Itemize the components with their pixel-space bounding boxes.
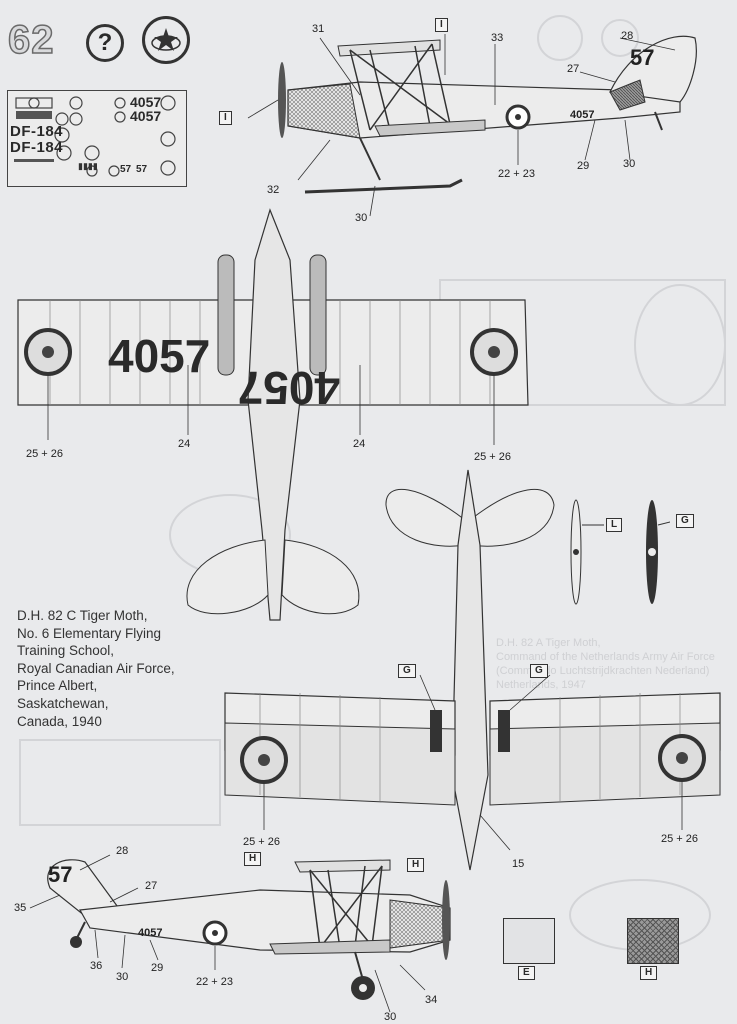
decal-tail-code-1: 57 bbox=[120, 164, 132, 175]
profile-caption: D.H. 82 C Tiger Moth, No. 6 Elementary F… bbox=[17, 607, 175, 730]
callout-30b: 30 bbox=[355, 212, 368, 224]
wing-serial-left: 4057 bbox=[108, 330, 210, 382]
color-tag-g: G bbox=[530, 664, 548, 678]
callout-28-bottom: 28 bbox=[116, 845, 129, 857]
decal-code-2: DF-184 bbox=[10, 139, 64, 156]
caption-line: Saskatchewan, bbox=[17, 695, 109, 711]
decal-serial-1: 4057 bbox=[130, 94, 162, 110]
callout-27: 27 bbox=[567, 63, 580, 75]
callout-25-26-under-left: 25 + 26 bbox=[243, 836, 281, 848]
page-number: 62 bbox=[7, 17, 55, 63]
color-tag-h: H bbox=[244, 852, 262, 866]
callout-30: 30 bbox=[623, 158, 636, 170]
callout-24-right: 24 bbox=[353, 438, 366, 450]
ghost-caption-line: Command of the Netherlands Army Air Forc… bbox=[496, 651, 715, 663]
callout-22-23-bottom: 22 + 23 bbox=[196, 976, 234, 988]
caption-line: Prince Albert, bbox=[17, 678, 98, 694]
color-tag-h: H bbox=[407, 858, 425, 872]
color-swatch-h bbox=[627, 918, 679, 964]
fuselage-serial-right: 4057 bbox=[138, 927, 162, 939]
color-tag-l: L bbox=[606, 518, 623, 532]
callout-29-bottom: 29 bbox=[151, 962, 164, 974]
decal-serial-2: 4057 bbox=[130, 108, 162, 124]
caption-line: D.H. 82 C Tiger Moth, bbox=[17, 608, 148, 623]
wing-serial-right: 4057 bbox=[238, 362, 340, 414]
callout-28: 28 bbox=[621, 30, 634, 42]
ghost-caption-line: D.H. 82 A Tiger Moth, bbox=[496, 637, 601, 649]
callout-25-26-left: 25 + 26 bbox=[26, 448, 64, 460]
caption-line: Training School, bbox=[17, 643, 115, 659]
side-view-left-profile: 4057 57 bbox=[247, 34, 697, 217]
color-tag-g: G bbox=[676, 514, 694, 528]
callout-25-26-under-right: 25 + 26 bbox=[661, 833, 699, 845]
callout-34: 34 bbox=[425, 994, 438, 1006]
callout-35: 35 bbox=[14, 902, 27, 914]
color-tag-g: G bbox=[398, 664, 416, 678]
propeller-details bbox=[570, 499, 670, 605]
decal-tail-code-2: 57 bbox=[136, 164, 148, 175]
color-tag-i: I bbox=[219, 111, 232, 125]
color-tag-h: H bbox=[640, 966, 658, 980]
color-tag-e: E bbox=[518, 966, 535, 980]
caption-line: Canada, 1940 bbox=[17, 713, 102, 729]
callout-31: 31 bbox=[312, 23, 325, 35]
decal-sheet-drawing: ▮▮▮▮ bbox=[14, 95, 176, 177]
airplane-icon bbox=[151, 28, 181, 51]
decal-sheet: ▮▮▮▮ DF-184 DF-184 4057 4057 57 57 bbox=[7, 90, 187, 187]
caption-line: No. 6 Elementary Flying bbox=[17, 625, 162, 641]
plan-view-top: 4057 4057 bbox=[17, 208, 529, 621]
callout-15: 15 bbox=[512, 858, 525, 870]
decal-code-1: DF-184 bbox=[10, 123, 64, 140]
callout-30-bottom-b: 30 bbox=[384, 1011, 397, 1023]
tail-code: 57 bbox=[630, 45, 654, 70]
side-view-right-profile: 57 4057 bbox=[29, 854, 451, 1013]
tail-code-right: 57 bbox=[48, 862, 72, 887]
callout-27-bottom: 27 bbox=[145, 880, 158, 892]
callout-32: 32 bbox=[267, 184, 280, 196]
caption-line: Royal Canadian Air Force, bbox=[17, 660, 175, 676]
callout-33: 33 bbox=[491, 32, 504, 44]
color-tag-i: I bbox=[435, 18, 448, 32]
svg-text:▮▮▮▮: ▮▮▮▮ bbox=[78, 161, 98, 171]
callout-22-23: 22 + 23 bbox=[498, 168, 536, 180]
callout-36: 36 bbox=[90, 960, 103, 972]
callout-29: 29 bbox=[577, 160, 590, 172]
plan-view-underside bbox=[224, 469, 721, 871]
ghost-caption-line: (Commando Luchtstrijdkrachten Nederland) bbox=[496, 665, 710, 677]
ghost-caption: D.H. 82 A Tiger Moth, Command of the Net… bbox=[496, 636, 715, 692]
fuselage-serial: 4057 bbox=[570, 109, 594, 121]
ghost-caption-line: Netherlands, 1947 bbox=[496, 679, 586, 691]
color-swatch-e bbox=[503, 918, 555, 964]
help-icon: ? bbox=[86, 24, 124, 62]
callout-25-26-right: 25 + 26 bbox=[474, 451, 512, 463]
callout-30-bottom: 30 bbox=[116, 971, 129, 983]
callout-24-left: 24 bbox=[178, 438, 191, 450]
roundel-icon bbox=[142, 16, 190, 64]
